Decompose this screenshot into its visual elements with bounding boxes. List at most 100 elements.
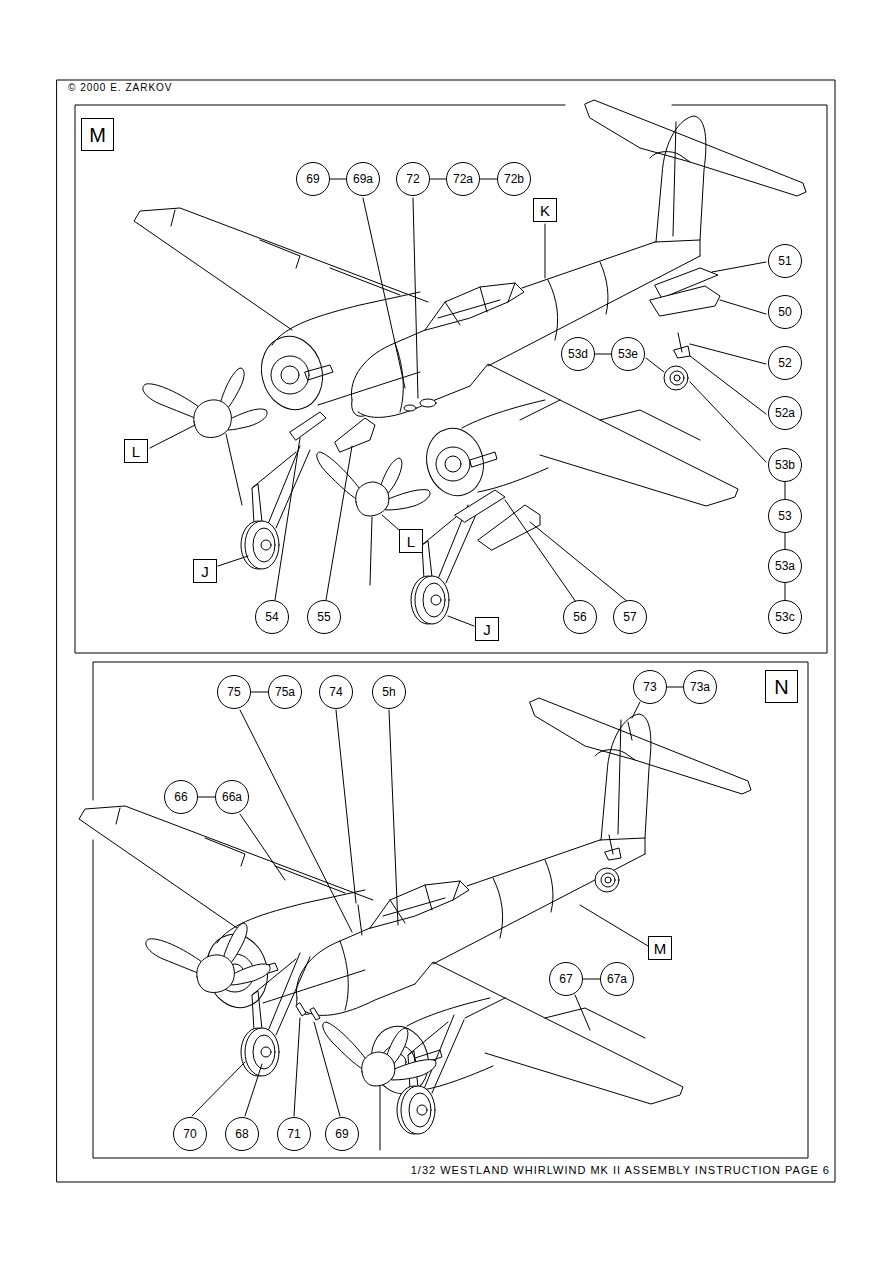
callout-number: 67 (559, 973, 572, 985)
callout-number: 75a (275, 686, 295, 698)
callout-number: 72b (504, 173, 524, 185)
panel-frame (93, 662, 808, 1158)
callout-number: 5h (382, 686, 395, 698)
assembly-letter-box: K (533, 198, 557, 222)
assembly-letter-box: J (475, 617, 499, 641)
callout-number: 53d (568, 348, 588, 360)
assembly-letter-box: L (124, 439, 148, 463)
airframe (79, 698, 751, 1104)
connector-line (595, 354, 611, 355)
callout-circle: 66 (164, 780, 198, 814)
antenna-mast (358, 722, 632, 935)
callout-number: 71 (287, 1128, 300, 1140)
callout-number: 67a (607, 973, 627, 985)
connector-line (785, 533, 786, 549)
callout-circle: 73a (683, 670, 717, 704)
callout-number: 55 (317, 611, 330, 623)
assembly-letter: L (407, 534, 415, 549)
callout-circle: 53 (768, 499, 802, 533)
copyright-note: © 2000 E. ZARKOV (66, 83, 175, 93)
callout-number: 66a (222, 791, 242, 803)
tail-door (650, 286, 720, 316)
callout-circle: 71 (277, 1117, 311, 1151)
tail-wheel (595, 835, 621, 892)
connector-line (667, 687, 683, 688)
callout-number: 52 (778, 357, 791, 369)
callout-number: 56 (573, 611, 586, 623)
connector-line (785, 583, 786, 600)
connector-line (198, 797, 215, 798)
callout-number: 66 (174, 791, 187, 803)
callout-circle: 66a (215, 780, 249, 814)
callout-number: 51 (778, 255, 791, 267)
assembly-letter: J (483, 622, 491, 637)
connector-line (330, 179, 346, 180)
callout-circle: 75 (217, 675, 251, 709)
callout-number: 69a (353, 173, 373, 185)
connector-line (785, 482, 786, 499)
propeller (317, 452, 430, 516)
callout-circle: 52a (768, 396, 802, 430)
callout-circle: 72a (446, 162, 480, 196)
callout-number: 73a (690, 681, 710, 693)
assembly-letter: K (540, 203, 550, 218)
callout-circle: 68 (225, 1117, 259, 1151)
callout-circle: 67a (600, 962, 634, 996)
small-part (420, 399, 436, 407)
gear-door (455, 490, 505, 522)
assembly-letter-box: M (648, 936, 672, 960)
callout-circle: 69a (346, 162, 380, 196)
connector-line (583, 979, 600, 980)
callout-number: 75 (227, 686, 240, 698)
callout-circle: 51 (768, 244, 802, 278)
propeller (146, 923, 270, 993)
landing-gear (411, 505, 478, 624)
step-panel: N7575a745h7373a6666aM6767a70687169 (93, 662, 808, 1158)
propeller (143, 368, 267, 438)
small-part (296, 1003, 306, 1016)
page-footer: 1/32 WESTLAND WHIRLWIND MK II ASSEMBLY I… (409, 1165, 832, 1176)
callout-number: 72 (406, 173, 419, 185)
callout-circle: 69 (325, 1117, 359, 1151)
leader-line (192, 702, 648, 1116)
step-panel: M6969a7272a72bK515053d53e5252aL53b53L53a… (75, 105, 827, 653)
callout-circle: 70 (173, 1117, 207, 1151)
callout-circle: 57 (613, 600, 647, 634)
assembly-letter-box: L (399, 529, 423, 553)
page-frame (57, 80, 835, 1182)
callout-circle: 53a (768, 549, 802, 583)
callout-circle: 72b (497, 162, 531, 196)
gear-door (478, 505, 540, 550)
callout-circle: 5h (372, 675, 406, 709)
callout-number: 69 (335, 1128, 348, 1140)
callout-number: 69 (306, 173, 319, 185)
callout-number: 52a (775, 407, 795, 419)
gear-door (290, 412, 326, 440)
callout-circle: 73 (633, 670, 667, 704)
connector-line (480, 179, 497, 180)
callout-number: 53a (775, 560, 795, 572)
callout-circle: 54 (255, 600, 289, 634)
callout-circle: 69 (296, 162, 330, 196)
callout-circle: 56 (563, 600, 597, 634)
callout-circle: 67 (549, 962, 583, 996)
assembly-letter: M (654, 941, 667, 956)
callout-number: 53c (775, 611, 794, 623)
leader-line (150, 198, 766, 626)
callout-number: 74 (329, 686, 342, 698)
callout-circle: 50 (768, 295, 802, 329)
callout-number: 50 (778, 306, 791, 318)
callout-number: 53b (775, 459, 795, 471)
callout-number: 72a (453, 173, 473, 185)
small-part (310, 1008, 320, 1020)
callout-number: 68 (235, 1128, 248, 1140)
callout-circle: 53c (768, 600, 802, 634)
callout-circle: 53d (561, 337, 595, 371)
propeller (323, 1022, 436, 1086)
axis-line (380, 1086, 381, 1150)
callout-number: 73 (643, 681, 656, 693)
